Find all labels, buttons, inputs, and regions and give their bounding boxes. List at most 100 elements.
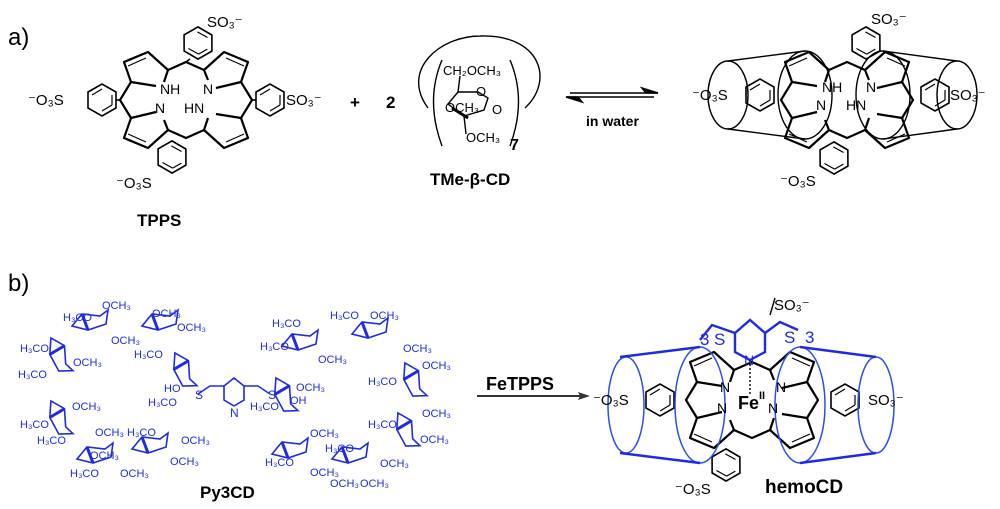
cd-ch2och3: CH₂OCH₃	[443, 63, 501, 78]
hemocd-name: hemoCD	[765, 477, 843, 498]
py3cd-left-substituents: OCH₃ H₃CO OCH₃ OCH₃ OCH₃ H₃CO H₃CO OCH₃ …	[18, 300, 210, 480]
substituent-label: H₃CO	[265, 457, 294, 469]
substituent-label: OCH₃	[380, 458, 409, 470]
hemocd-so3-top: SO₃⁻	[774, 297, 810, 314]
complex-so3-top: SO₃⁻	[871, 11, 907, 28]
substituent-label: OCH₃	[360, 478, 389, 490]
plus-sign: +	[350, 93, 360, 112]
substituent-label: OCH₃	[170, 456, 199, 468]
substituent-label: H₃CO	[368, 419, 397, 431]
hemocd-s-left: S	[714, 330, 725, 349]
complex-nh-upper: NH	[822, 79, 842, 95]
tpps-structure: SO₃⁻ SO₃⁻ ⁻O₃S ⁻O₃S NH N N HN	[28, 14, 322, 192]
equilibrium-condition: in water	[586, 113, 639, 129]
tpps-so3-top: SO₃⁻	[207, 14, 243, 31]
substituent-label: H₃CO	[250, 401, 279, 413]
substituent-label: HO	[164, 383, 181, 395]
py3cd-pyridine-n: N	[230, 406, 239, 420]
substituent-label: H₃CO	[37, 435, 66, 447]
substituent-label: H₃CO	[20, 419, 49, 431]
substituent-label: OCH₃	[152, 308, 181, 320]
complex-hn-lower: HN	[846, 97, 866, 113]
tpps-cd-complex: SO₃⁻ SO₃⁻ ⁻O₃S ⁻O₃S NH N N HN	[692, 11, 986, 190]
tpps-nh-upper: NH	[160, 81, 180, 97]
substituent-label: OCH₃	[296, 382, 325, 394]
substituent-label: OCH₃	[318, 354, 347, 366]
hemocd-n-1: N	[720, 379, 730, 395]
substituent-label: H₃CO	[325, 443, 354, 455]
tpps-so3-left: ⁻O₃S	[28, 92, 64, 109]
complex-n-lower: N	[816, 97, 826, 113]
substituent-label: OCH₃	[403, 343, 432, 355]
hemocd-so3-left: ⁻O₃S	[593, 392, 629, 409]
tme-beta-cd-structure	[417, 35, 541, 147]
cd-repeat-count: 7	[510, 137, 519, 154]
substituent-label: OCH₃	[90, 450, 119, 462]
substituent-label: H₃CO	[272, 318, 301, 330]
panel-a-label: a)	[8, 24, 29, 51]
substituent-label: H₃CO	[330, 310, 359, 322]
cd-glyco-o: O	[492, 102, 502, 117]
substituent-label: OCH₃	[330, 478, 359, 490]
substituent-label: H₃CO	[18, 369, 47, 381]
substituent-label: OCH₃	[370, 310, 399, 322]
complex-so3-bottom: ⁻O₃S	[780, 173, 816, 190]
substituent-label: OCH₃	[102, 300, 131, 312]
substituent-label: OCH₃	[111, 335, 140, 347]
substituent-label: OCH₃	[120, 468, 149, 480]
reagent-label: FeTPPS	[486, 374, 554, 394]
substituent-label: OCH₃	[422, 360, 451, 372]
hemocd-oxidation-state: II	[759, 390, 765, 402]
py3cd-s-left: S	[195, 388, 203, 402]
reaction-arrow	[477, 392, 590, 400]
substituent-label: OCH₃	[73, 357, 102, 369]
substituent-label: H₃CO	[148, 397, 177, 409]
hemocd-position-right: 3	[805, 328, 814, 347]
cd-och3-2: OCH₃	[466, 130, 500, 145]
cd-name: TMe-β-CD	[430, 170, 510, 189]
tpps-so3-bottom: ⁻O₃S	[116, 175, 152, 192]
substituent-label: OH	[290, 395, 307, 407]
cd-ring-o: O	[476, 84, 486, 99]
complex-so3-right: SO₃⁻	[950, 87, 986, 104]
substituent-label: OCH₃	[181, 435, 210, 447]
hemocd-n-3: N	[717, 400, 727, 416]
tpps-n-upper: N	[203, 81, 213, 97]
tpps-name: TPPS	[137, 211, 181, 230]
py3cd-pyridine-linker	[197, 376, 271, 407]
substituent-label: OCH₃	[95, 427, 124, 439]
substituent-label: H₃CO	[63, 312, 92, 324]
hemocd-n-4: N	[768, 400, 778, 416]
substituent-label: H₃CO	[134, 349, 163, 361]
tpps-n-lower: N	[155, 100, 165, 116]
panel-b-label: b)	[8, 270, 29, 297]
equilibrium-arrow	[565, 86, 659, 104]
substituent-label: OCH₃	[422, 408, 451, 420]
substituent-label: H₃CO	[368, 376, 397, 388]
substituent-label: H₃CO	[260, 341, 289, 353]
substituent-label: OCH₃	[72, 401, 101, 413]
substituent-label: OCH₃	[310, 428, 339, 440]
complex-n-upper: N	[866, 79, 876, 95]
complex-so3-left: ⁻O₃S	[692, 87, 728, 104]
stoichiometry: 2	[386, 93, 395, 112]
py3cd-s-right: S	[268, 388, 276, 402]
hemocd-so3-right: SO₃⁻	[868, 392, 904, 409]
substituent-label: OCH₃	[310, 467, 339, 479]
substituent-label: H₃CO	[127, 427, 156, 439]
hemocd-pyridine-n: N	[744, 352, 754, 368]
substituent-label: H₃CO	[20, 343, 49, 355]
cd-och3-3: OCH₃	[445, 100, 479, 115]
tpps-hn-lower: HN	[184, 100, 204, 116]
substituent-label: H₃CO	[70, 468, 99, 480]
py3cd-name: Py3CD	[200, 483, 255, 502]
hemocd-structure: 3 S S 3 N N N N N Fe II SO₃⁻ SO₃⁻ ⁻O₃S ⁻…	[593, 297, 904, 498]
hemocd-s-right: S	[784, 328, 795, 347]
hemocd-n-2: N	[776, 379, 786, 395]
py3cd-right-substituents: H₃CO H₃CO OCH₃ H₃CO OCH₃ OCH₃ OCH₃ H₃CO …	[250, 310, 451, 490]
substituent-label: OCH₃	[420, 434, 449, 446]
tpps-so3-right: SO₃⁻	[286, 92, 322, 109]
substituent-label: OCH₃	[177, 322, 206, 334]
hemocd-so3-bottom: ⁻O₃S	[675, 481, 711, 498]
